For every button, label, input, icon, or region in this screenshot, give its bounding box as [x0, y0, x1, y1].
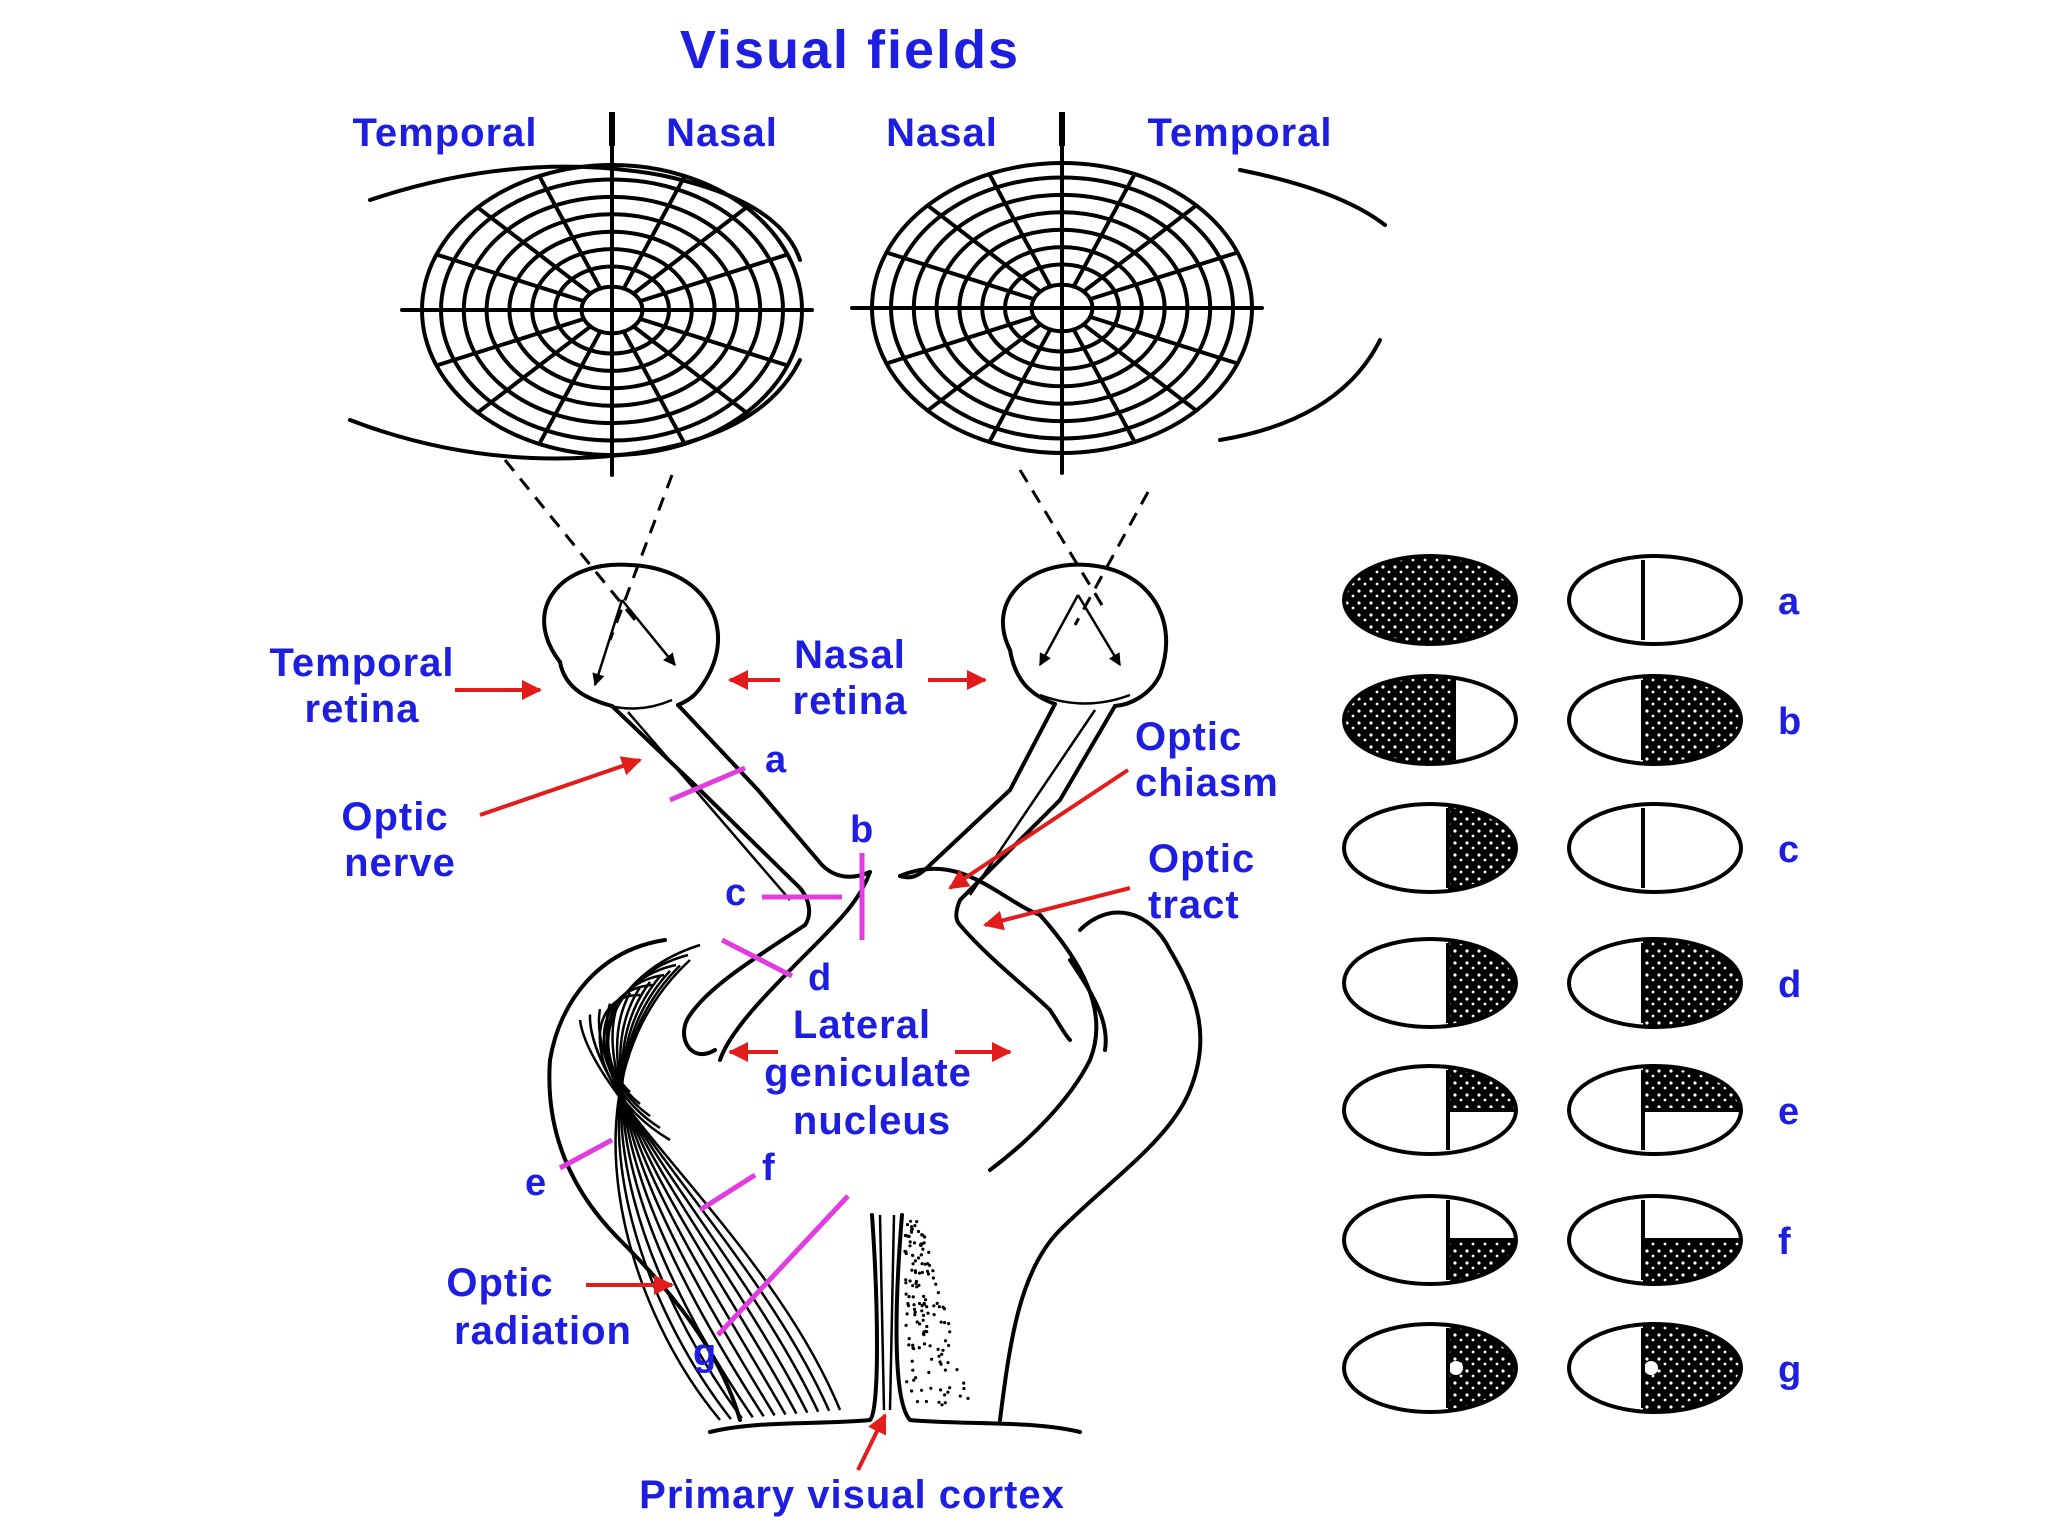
label-optic-nerve-line2: nerve [344, 841, 456, 885]
defect-row-c: c [1342, 802, 1799, 894]
defect-row-label: e [1778, 1091, 1799, 1133]
defect-row-g: g [1342, 1322, 1801, 1414]
header-left-nasal: Nasal [666, 111, 778, 155]
label-optic-chiasm-line2: chiasm [1135, 761, 1279, 805]
arrow-optic-tract [983, 886, 1131, 931]
defect-right-eye-field [1567, 674, 1743, 766]
arrow-primary-visual-cortex [856, 1413, 887, 1471]
lesion-marker-d: d [808, 957, 831, 999]
label-optic-tract-line2: tract [1148, 883, 1240, 927]
defect-row-label: a [1778, 581, 1800, 623]
lesion-marker-e: e [525, 1162, 546, 1204]
lesion-cut-d [720, 937, 794, 979]
lesion-marker-a: a [765, 739, 787, 781]
lesion-cuts [558, 765, 865, 1337]
defect-left-eye-field [1342, 1322, 1518, 1414]
lesion-cut-f [698, 1172, 757, 1213]
arrow-optic-nerve [479, 756, 642, 817]
header-left-temporal: Temporal [352, 111, 537, 155]
right-eye [1001, 562, 1169, 708]
label-optic-chiasm-line1: Optic [1135, 715, 1242, 759]
optic-radiation-fan [578, 943, 842, 1421]
label-optic-radiation-line2: radiation [454, 1309, 632, 1353]
defect-row-label: g [1778, 1349, 1801, 1391]
defect-row-label: b [1778, 701, 1801, 743]
arrow-optic-chiasm [948, 768, 1130, 890]
left-visual-field-chart [348, 128, 814, 477]
label-lgn-line3: nucleus [793, 1099, 951, 1143]
defect-right-eye-field [1567, 1322, 1743, 1414]
defect-row-f: f [1342, 1194, 1791, 1286]
label-optic-radiation-line1: Optic [446, 1261, 553, 1305]
label-primary-visual-cortex: Primary visual cortex [639, 1473, 1065, 1517]
defect-right-eye-field [1567, 937, 1743, 1029]
lesion-marker-f: f [762, 1147, 775, 1189]
label-lgn-line1: Lateral [793, 1003, 931, 1047]
label-lgn-line2: geniculate [764, 1051, 972, 1095]
label-optic-nerve-line1: Optic [341, 795, 448, 839]
right-hemisphere-outline [998, 910, 1203, 1422]
defect-right-eye-field [1567, 554, 1743, 646]
defect-left-eye-field [1342, 1064, 1518, 1156]
defect-row-label: d [1778, 964, 1801, 1006]
defect-right-eye-field [1567, 1064, 1743, 1156]
defect-left-eye-field [1342, 674, 1518, 766]
defect-left-eye-field [1342, 802, 1518, 894]
lesion-cut-a [669, 765, 746, 803]
diagram-title: Visual fields [680, 20, 1020, 80]
header-right-nasal: Nasal [886, 111, 998, 155]
defect-left-eye-field [1342, 554, 1518, 646]
defect-row-d: d [1342, 937, 1801, 1029]
label-nasal-retina-line1: Nasal [794, 633, 906, 677]
defect-row-label: f [1778, 1221, 1791, 1263]
defect-row-label: c [1778, 829, 1799, 871]
field-defect-panel: a b c d e f g [1342, 554, 1801, 1414]
label-temporal-retina-line1: Temporal [269, 641, 454, 685]
defect-row-e: e [1342, 1064, 1799, 1156]
defect-left-eye-field [1342, 1194, 1518, 1286]
defect-row-b: b [1342, 674, 1801, 766]
lesion-cut-g [716, 1194, 850, 1337]
label-temporal-retina-line2: retina [305, 687, 420, 731]
defect-row-a: a [1342, 554, 1800, 646]
defect-right-eye-field [1567, 802, 1743, 894]
defect-left-eye-field [1342, 937, 1518, 1029]
left-eye [542, 562, 721, 710]
label-optic-tract-line1: Optic [1148, 837, 1255, 881]
header-right-temporal: Temporal [1147, 111, 1332, 155]
lesion-marker-c: c [725, 872, 746, 914]
right-visual-field-chart [850, 126, 1387, 475]
lesion-marker-b: b [850, 809, 873, 851]
label-nasal-retina-line2: retina [793, 679, 908, 723]
lesion-cut-e [558, 1137, 614, 1171]
projection-lines [503, 459, 1150, 641]
lesion-marker-g: g [693, 1332, 716, 1374]
defect-right-eye-field [1567, 1194, 1743, 1286]
